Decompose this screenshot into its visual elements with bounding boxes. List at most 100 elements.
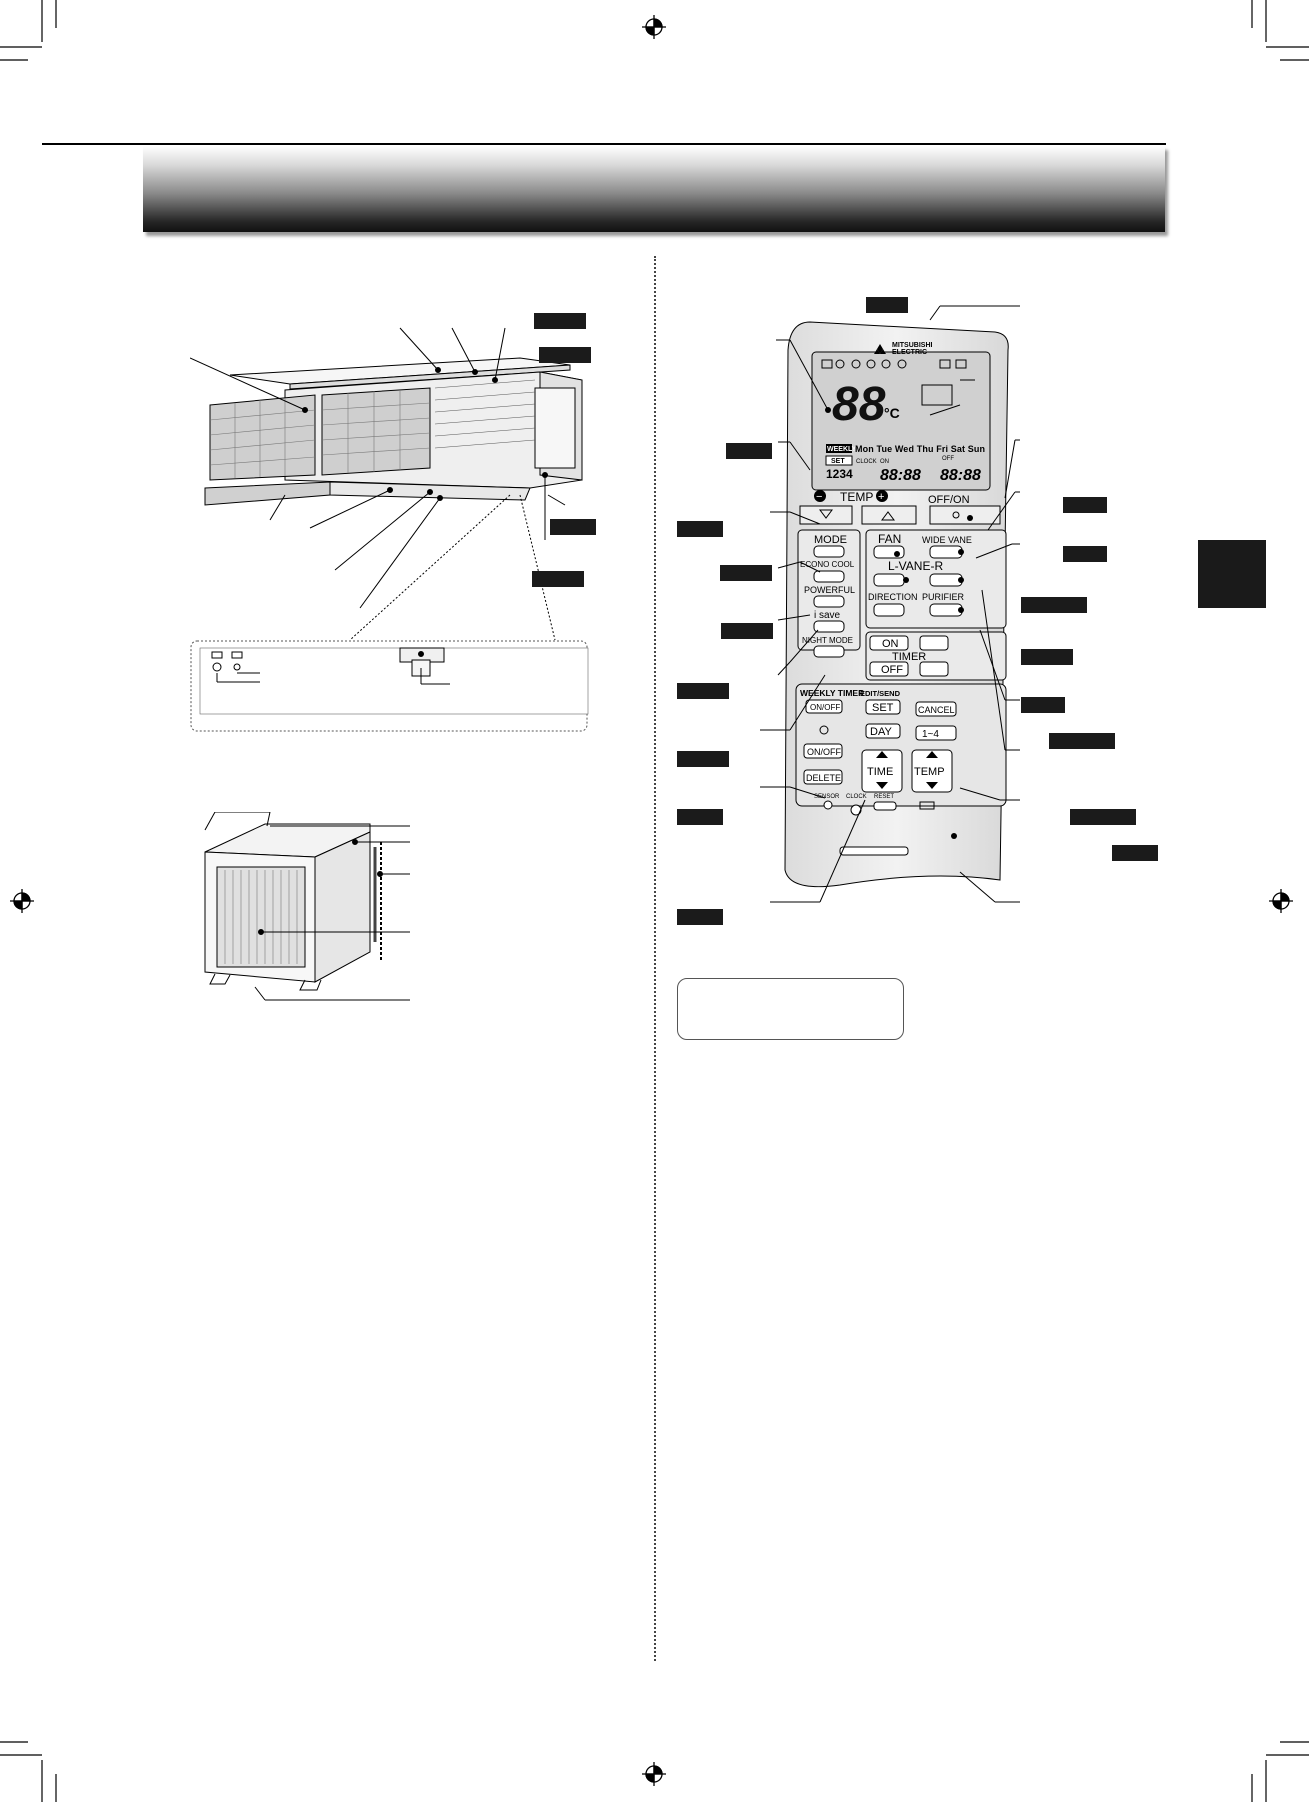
sensor-label: SENSOR	[814, 794, 840, 800]
time-label: TIME	[867, 766, 893, 778]
cancel-button[interactable]	[915, 701, 957, 717]
section-header-band	[143, 146, 1165, 232]
off-on-button[interactable]	[929, 505, 1001, 525]
label-tag	[866, 297, 908, 313]
label-tag	[532, 571, 584, 587]
label-tag	[1112, 845, 1158, 861]
lcd-days: Mon Tue Wed Thu Fri Sat Sun	[855, 444, 985, 454]
remote-leader-lines	[760, 305, 1020, 903]
label-tag	[677, 683, 729, 699]
weekly-onoff-label: ON/OFF	[810, 703, 840, 712]
timer-label: TIMER	[892, 651, 926, 663]
registration-mark-top	[642, 15, 666, 39]
direction-label: DIRECTION	[868, 592, 918, 602]
label-tag	[721, 623, 773, 639]
indicator-detail-box	[190, 640, 589, 732]
top-rule	[42, 143, 1166, 145]
label-tag	[720, 565, 772, 581]
day-label: DAY	[870, 726, 892, 738]
timer-on-label: ON	[882, 638, 899, 650]
note-box	[677, 978, 904, 1040]
lcd-on: ON	[880, 459, 889, 465]
delete-label: DELETE	[806, 773, 841, 783]
fan-label: FAN	[878, 532, 901, 546]
day-button[interactable]	[865, 723, 901, 739]
isave-button[interactable]	[813, 620, 845, 633]
lcd-temp-digits: 88	[832, 378, 886, 431]
clock-symbol-icon	[819, 725, 829, 735]
label-tag	[677, 751, 729, 767]
econo-cool-label: ECONO COOL	[800, 560, 855, 569]
weekly-timer-label: WEEKLY TIMER	[800, 688, 864, 698]
lcd-time2: 88:88	[940, 467, 981, 484]
lcd-weekly: WEEKLY	[827, 446, 857, 453]
econo-cool-button[interactable]	[813, 570, 845, 583]
registration-mark-right	[1269, 889, 1293, 913]
onoff-label: ON/OFF	[807, 747, 841, 757]
reset-button[interactable]	[873, 801, 897, 811]
weekly-onoff-button[interactable]	[805, 699, 843, 714]
mitsubishi-logo-icon	[874, 344, 886, 354]
sensor-button[interactable]	[823, 800, 833, 810]
timer-on-button[interactable]	[869, 635, 909, 651]
lcd-temp-unit: °C	[884, 405, 900, 421]
timer-off-button[interactable]	[869, 661, 909, 677]
registration-mark-bottom	[642, 1762, 666, 1786]
column-divider	[654, 256, 656, 1661]
label-tag	[550, 519, 596, 535]
temp-weekly-label: TEMP	[914, 766, 945, 778]
label-tag	[1021, 597, 1087, 613]
indoor-unit-illustration	[190, 327, 583, 641]
label-tag	[677, 809, 723, 825]
powerful-button[interactable]	[813, 595, 845, 608]
cancel-label: CANCEL	[918, 705, 955, 715]
night-mode-label: NIGHT MODE	[802, 636, 853, 645]
set-label: SET	[872, 702, 894, 714]
lcd-set: SET	[831, 458, 845, 465]
purifier-label: PURIFIER	[922, 592, 965, 602]
delete-button[interactable]	[803, 769, 843, 785]
night-mode-button[interactable]	[813, 645, 845, 658]
temp-down-button[interactable]	[799, 505, 853, 525]
lcd-clock: CLOCK	[856, 459, 877, 465]
onoff-button[interactable]	[803, 743, 843, 759]
temp-plus-sign: +	[878, 491, 884, 503]
reset-label: RESET	[874, 794, 894, 800]
label-tag	[539, 347, 591, 363]
label-tag	[677, 521, 723, 537]
remote-controller-illustration: MITSUBISHI ELECTRIC 88 °C WEEKLY Mon Tue…	[784, 321, 1009, 888]
lcd-time1: 88:88	[880, 467, 921, 484]
label-tag	[1063, 497, 1107, 513]
battery-icon	[919, 801, 935, 810]
range-button[interactable]	[915, 725, 957, 741]
off-on-label[interactable]: OFF/ON	[928, 494, 970, 506]
registration-mark-left	[10, 889, 34, 913]
label-tag	[1021, 649, 1073, 665]
label-tag	[534, 313, 586, 329]
label-tag	[677, 909, 723, 925]
powerful-label: POWERFUL	[804, 585, 855, 595]
timer-up-button[interactable]	[919, 635, 949, 651]
mode-label: MODE	[814, 534, 847, 546]
temp-weekly-button[interactable]	[911, 749, 953, 793]
lcd-off: OFF	[942, 456, 954, 462]
direction-button[interactable]	[873, 603, 905, 617]
label-tag	[1049, 733, 1115, 749]
range-label: 1~4	[922, 729, 939, 740]
clock-label: CLOCK	[846, 794, 867, 800]
brand-line2: ELECTRIC	[892, 349, 927, 356]
wide-vane-label: WIDE VANE	[922, 535, 972, 545]
lcd-icons	[821, 359, 975, 416]
mode-button[interactable]	[813, 545, 845, 558]
timer-off-label: OFF	[881, 664, 903, 676]
temp-up-button[interactable]	[861, 505, 917, 525]
outdoor-unit-illustration	[204, 812, 410, 1001]
temp-minus-sign: −	[816, 491, 822, 503]
set-button[interactable]	[865, 699, 901, 715]
time-button[interactable]	[861, 749, 903, 793]
label-tag	[726, 443, 772, 459]
timer-down-button[interactable]	[919, 661, 949, 677]
edit-send-label: EDIT/SEND	[860, 689, 901, 698]
l-vane-r-label: L-VANE-R	[888, 559, 943, 573]
